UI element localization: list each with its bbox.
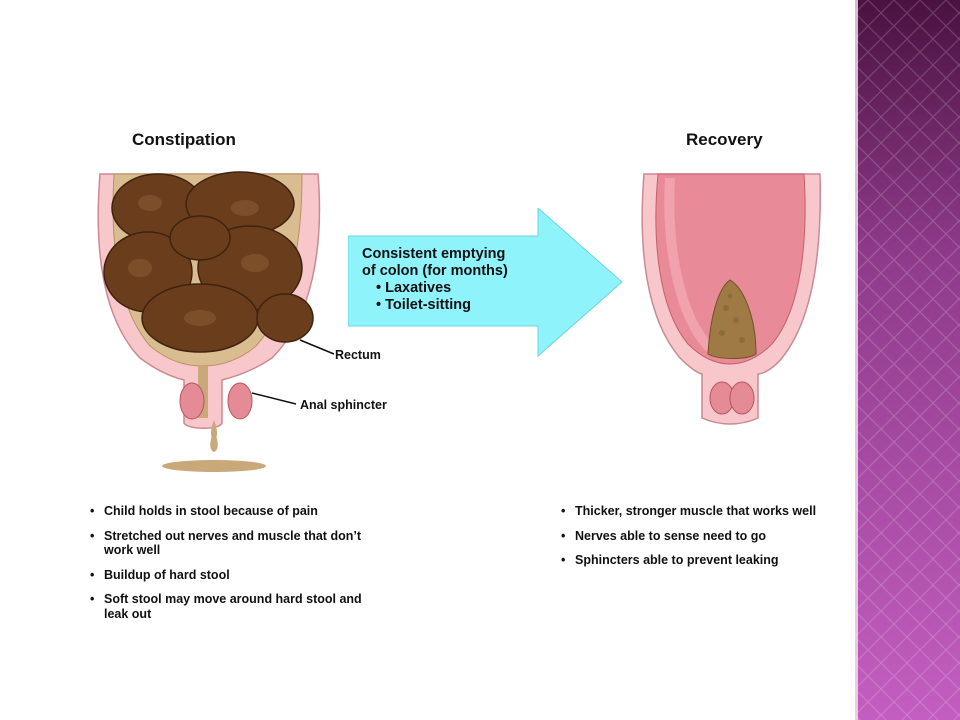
arrow-item-laxatives: • Laxatives [376, 280, 452, 296]
constipation-illustration [97, 171, 335, 472]
list-item: Stretched out nerves and muscle that don… [88, 529, 374, 558]
slide: Rectum Anal sphincter Consistent emptyin… [0, 0, 855, 720]
recovery-illustration [641, 173, 822, 425]
arrow-item-toilet-sitting: • Toilet-sitting [376, 297, 472, 313]
decorative-side-band [855, 0, 960, 720]
anal-canal [198, 366, 208, 418]
list-item: Buildup of hard stool [88, 568, 408, 583]
leak-drop [210, 430, 218, 452]
rectum-leader [299, 339, 335, 355]
right-sphincter [729, 381, 755, 415]
list-item: Thicker, stronger muscle that works well [559, 504, 835, 519]
constipation-bullets: Child holds in stool because of pain Str… [88, 504, 408, 621]
arrow-line-1: Consistent emptying [362, 246, 506, 262]
recovery-bullets: Thicker, stronger muscle that works well… [559, 504, 849, 568]
arrow-text: Consistent emptying of colon (for months… [362, 246, 508, 314]
list-item: Nerves able to sense need to go [559, 529, 849, 544]
recovery-title: Recovery [686, 130, 763, 149]
anal-sphincter-label: Anal sphincter [300, 398, 387, 412]
arrow-line-2: of colon (for months) [362, 263, 508, 279]
rectum-label: Rectum [335, 348, 381, 362]
list-item: Soft stool may move around hard stool an… [88, 592, 384, 621]
constipation-title: Constipation [132, 130, 236, 149]
list-item: Child holds in stool because of pain [88, 504, 408, 519]
treatment-arrow [348, 208, 623, 358]
list-item: Sphincters able to prevent leaking [559, 553, 815, 568]
sphincter-leader [251, 392, 297, 405]
leaked-stool-puddle [162, 460, 266, 472]
left-sphincter [179, 382, 205, 420]
right-sphincter [227, 382, 253, 420]
